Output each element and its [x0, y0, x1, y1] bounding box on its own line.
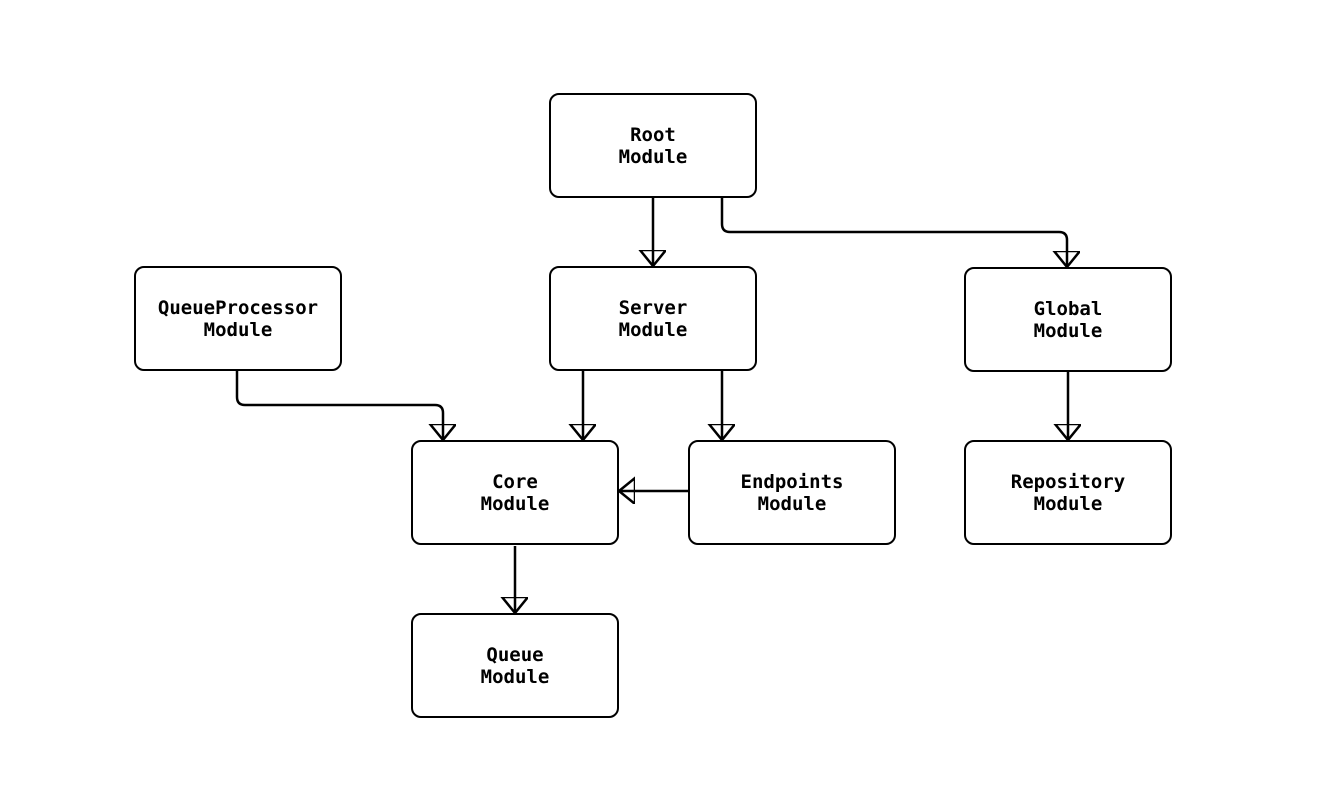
node-queue-module-label: Queue Module [480, 643, 550, 688]
node-global-module-label: Global Module [1033, 297, 1103, 342]
node-queueprocessor-module: QueueProcessor Module [134, 266, 342, 371]
node-endpoints-module: Endpoints Module [688, 440, 896, 545]
edge-root-to-global-arrow [720, 198, 1067, 267]
node-queue-module: Queue Module [411, 613, 619, 718]
node-root-module: Root Module [549, 93, 757, 198]
edge-queueprocessor-to-core-arrow [235, 371, 443, 440]
node-root-module-label: Root Module [618, 123, 688, 168]
node-repository-module: Repository Module [964, 440, 1172, 545]
node-server-module-label: Server Module [618, 296, 688, 341]
node-core-module: Core Module [411, 440, 619, 545]
node-queueprocessor-module-label: QueueProcessor Module [157, 296, 319, 341]
node-endpoints-module-label: Endpoints Module [740, 470, 844, 515]
node-repository-module-label: Repository Module [1010, 470, 1126, 515]
node-core-module-label: Core Module [480, 470, 550, 515]
node-global-module: Global Module [964, 267, 1172, 372]
node-server-module: Server Module [549, 266, 757, 371]
